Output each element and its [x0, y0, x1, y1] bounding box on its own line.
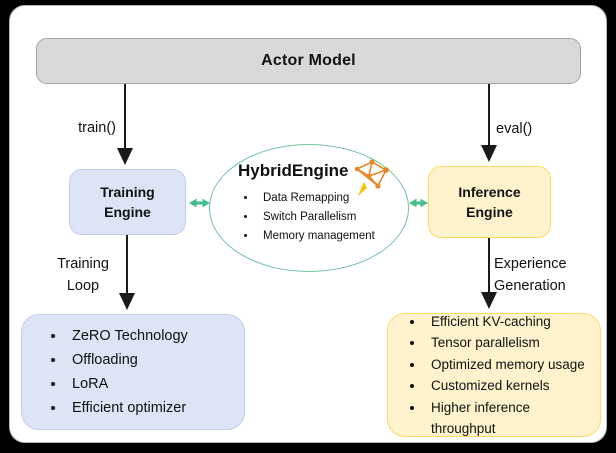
- hybrid-engine-title: HybridEngine: [238, 161, 349, 180]
- diagram-panel: Actor Model train() eval() Training Loop…: [9, 5, 607, 443]
- training-features-box: ZeRO Technology Offloading LoRA Efficien…: [21, 314, 245, 430]
- network-graph-with-pen-icon: [354, 159, 389, 196]
- inference-feature-item: Higher inference throughput: [425, 397, 596, 440]
- inference-engine-label: Inference Engine: [458, 183, 521, 220]
- actor-model-node: Actor Model: [36, 38, 581, 84]
- eval-edge-label: eval(): [496, 121, 533, 137]
- experience-generation-edge-label: Experience Generation: [494, 256, 567, 295]
- hybrid-feature-item: Switch Parallelism: [257, 208, 375, 227]
- inference-features-list: Efficient KV-caching Tensor parallelism …: [388, 311, 600, 440]
- training-engine-node: Training Engine: [69, 169, 186, 235]
- hybrid-feature-item: Memory management: [257, 227, 375, 246]
- train-edge-label: train(): [78, 120, 116, 136]
- inference-feature-item: Tensor parallelism: [425, 332, 596, 354]
- inference-feature-item: Customized kernels: [425, 375, 596, 397]
- pen-tip: [358, 182, 367, 196]
- training-feature-item: ZeRO Technology: [66, 324, 188, 348]
- training-features-list: ZeRO Technology Offloading LoRA Efficien…: [22, 324, 192, 420]
- inference-engine-node: Inference Engine: [428, 166, 551, 238]
- inference-feature-item: Efficient KV-caching: [425, 311, 596, 333]
- inference-feature-item: Optimized memory usage: [425, 354, 596, 376]
- inference-features-box: Efficient KV-caching Tensor parallelism …: [387, 313, 601, 437]
- hybrid-feature-item: Data Remapping: [257, 189, 375, 208]
- hybrid-engine-node: HybridEngine Data Remapping: [209, 144, 409, 272]
- training-engine-label: Training Engine: [100, 183, 155, 220]
- training-hybrid-link-arrow: [189, 198, 210, 208]
- actor-model-label: Actor Model: [261, 52, 356, 69]
- training-feature-item: Efficient optimizer: [66, 396, 188, 420]
- hybrid-inference-link-arrow: [409, 198, 428, 208]
- training-feature-item: Offloading: [66, 348, 188, 372]
- hybrid-engine-feature-list: Data Remapping Switch Parallelism Memory…: [240, 189, 375, 246]
- training-feature-item: LoRA: [66, 372, 188, 396]
- training-loop-edge-label: Training Loop: [57, 256, 109, 295]
